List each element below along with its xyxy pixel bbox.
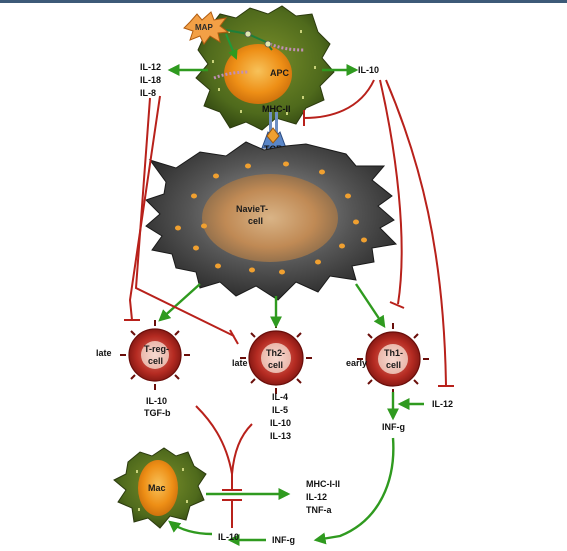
naive-cell-granules xyxy=(175,161,367,275)
th2-label-line2: cell xyxy=(268,360,283,370)
map-antigen: MAP xyxy=(183,11,230,45)
th2-cell: Th2- cell xyxy=(240,322,312,394)
activation-arrows xyxy=(158,64,424,546)
inhibit-il10-th1 xyxy=(379,79,403,305)
naive-cell-label-line2: cell xyxy=(248,216,263,226)
mac-output-1: MHC-I-II xyxy=(306,479,340,489)
arrow-naive-to-treg xyxy=(158,283,201,322)
map-label: MAP xyxy=(195,23,213,32)
mac-input-infg: INF-g xyxy=(272,535,295,545)
cytokine-labels: IL-12 IL-18 IL-8 IL-10 late late early I… xyxy=(96,62,453,545)
treg-label-line2: cell xyxy=(148,356,163,366)
inhibit-treg-output xyxy=(195,405,233,475)
mac-output-3: TNF-a xyxy=(306,505,332,515)
macrophage-cell: Mac xyxy=(113,447,207,529)
naive-t-cell: NavieT- cell xyxy=(145,141,398,301)
treg-output-1: IL-10 xyxy=(146,396,167,406)
apc-left-cytokine-3: IL-8 xyxy=(140,88,156,98)
map-vesicle xyxy=(264,40,272,48)
treg-cell: T-reg- cell xyxy=(120,320,190,390)
mac-granules xyxy=(136,468,188,511)
arrow-naive-to-th1 xyxy=(355,283,386,328)
map-uptake-arrow xyxy=(225,33,238,60)
th2-output-2: IL-5 xyxy=(272,405,288,415)
th2-timing: late xyxy=(232,358,248,368)
treg-label-line1: T-reg- xyxy=(144,344,169,354)
arrow-il10-to-mac xyxy=(168,520,213,536)
apc-left-cytokine-2: IL-18 xyxy=(140,75,161,85)
naive-cell-label-line1: NavieT- xyxy=(236,204,268,214)
th1-output-infg: INF-g xyxy=(382,422,405,432)
inhibit-th2-output xyxy=(231,423,253,475)
inhibit-left-cytokines-th2 xyxy=(134,97,235,337)
th1-timing: early xyxy=(346,358,367,368)
arrow-infg-to-mac xyxy=(313,437,395,545)
inhibit-left-cytokines-treg xyxy=(128,95,161,321)
th1-cell: Th1- cell xyxy=(357,323,429,395)
mhc-label: MHC-II xyxy=(262,104,291,114)
mac-output-2: IL-12 xyxy=(306,492,327,502)
apc-right-cytokine: IL-10 xyxy=(358,65,379,75)
treg-output-2: TGF-b xyxy=(144,408,171,418)
apc-cell: APC xyxy=(195,5,335,131)
inhibition-lines xyxy=(124,79,454,528)
th1-label-line1: Th1- xyxy=(384,348,403,358)
apc-left-cytokine-1: IL-12 xyxy=(140,62,161,72)
mac-label: Mac xyxy=(148,483,166,493)
inhibit-il10-il12 xyxy=(385,79,447,387)
map-vesicle xyxy=(244,30,252,38)
mac-input-il10: IL-10 xyxy=(218,532,239,542)
il12-right-label: IL-12 xyxy=(432,399,453,409)
th2-output-3: IL-10 xyxy=(270,418,291,428)
th2-output-1: IL-4 xyxy=(272,392,288,402)
apc-receptor-chain-lower xyxy=(213,70,249,80)
inhibit-il10-mhc xyxy=(303,79,375,119)
top-rule xyxy=(0,0,567,3)
th1-label-line2: cell xyxy=(386,360,401,370)
apc-receptor-chain xyxy=(269,42,305,52)
apc-label: APC xyxy=(270,68,290,78)
th2-label-line1: Th2- xyxy=(266,348,285,358)
treg-timing: late xyxy=(96,348,112,358)
th2-output-4: IL-13 xyxy=(270,431,291,441)
